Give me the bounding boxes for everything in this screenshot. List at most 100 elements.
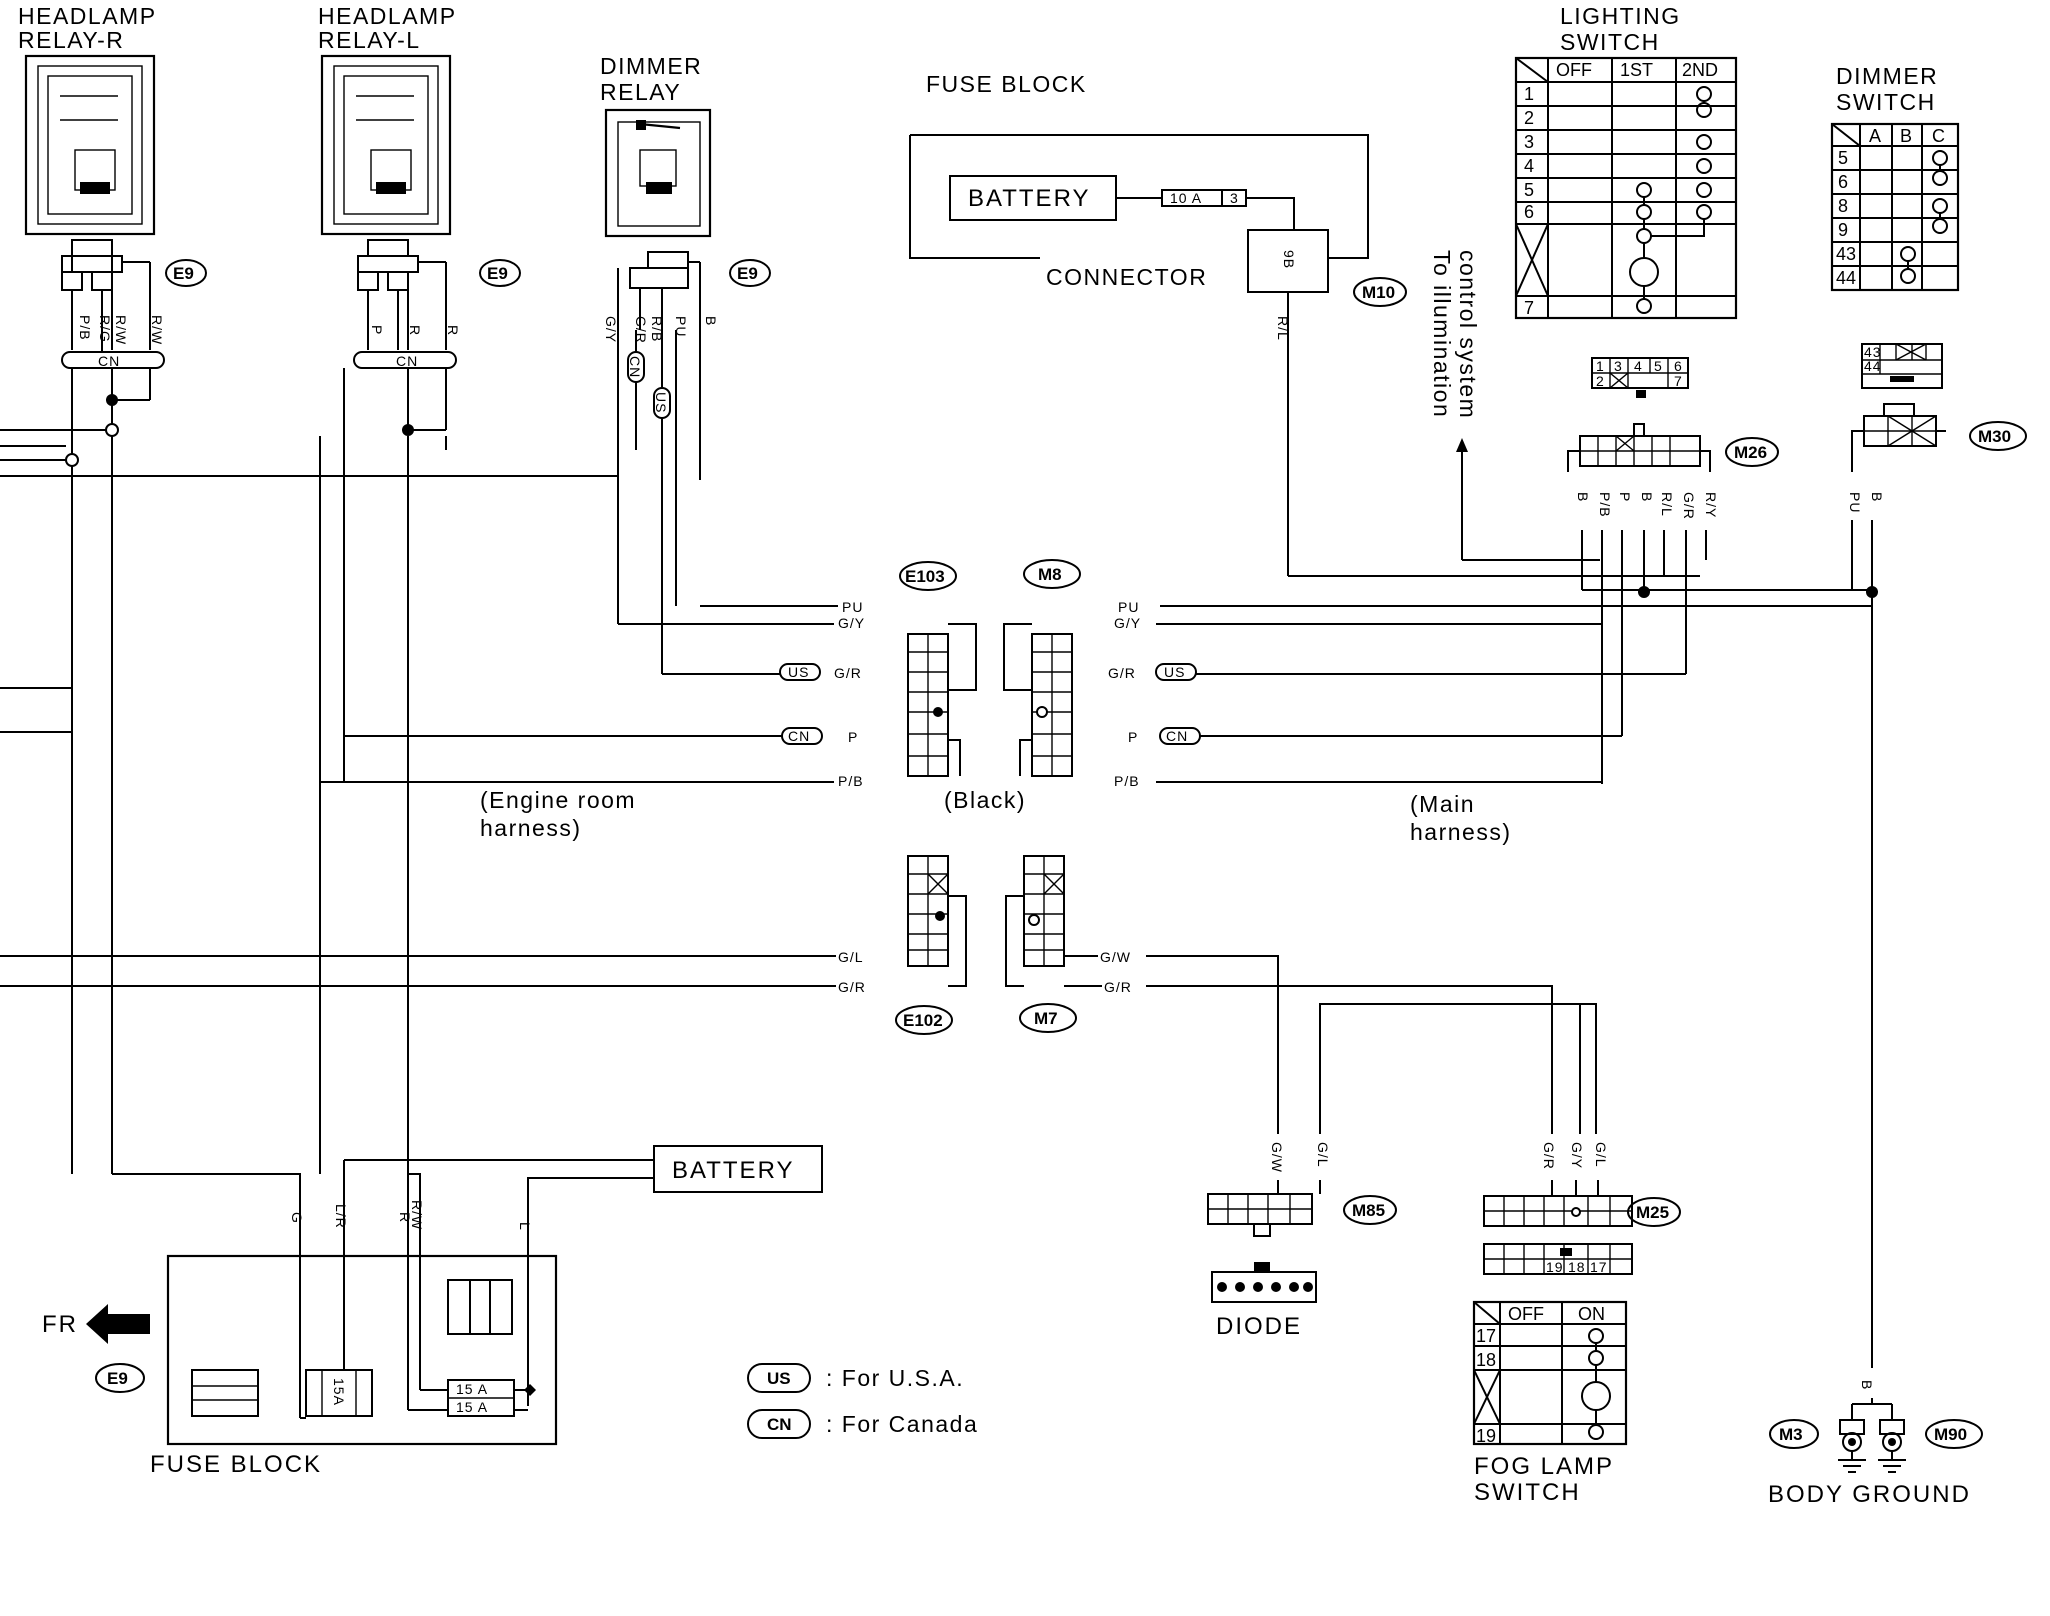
ds-wire-pu: PU — [1847, 492, 1863, 513]
left-harness-wires — [0, 429, 618, 1174]
dimmer-relay-title-1: DIMMER — [600, 53, 702, 79]
ls-wire-b1: B — [1575, 492, 1591, 502]
m7-wire-gr: G/R — [1104, 979, 1132, 995]
ds-pin-44: 44 — [1864, 358, 1882, 374]
ground-connector-m90: M90 — [1934, 1425, 1967, 1444]
ls-wire-b2: B — [1639, 492, 1655, 502]
fog-row-18: 18 — [1476, 1350, 1496, 1370]
ls-pin-2: 2 — [1596, 373, 1605, 389]
fuse-block-housing — [166, 1254, 558, 1446]
fog-col-off: OFF — [1508, 1304, 1544, 1324]
fb-fuse-15a-top: 15 A — [456, 1381, 488, 1397]
dimmer-switch-title-2: SWITCH — [1836, 89, 1936, 115]
ds-col-c: C — [1932, 126, 1945, 146]
e103-id: E103 — [905, 567, 945, 586]
top-battery-label: BATTERY — [968, 185, 1090, 212]
dimmer-relay-wire-b: B — [703, 316, 719, 326]
fb-wire-lr: L/R — [333, 1204, 349, 1229]
top-fuse-block: FUSE BLOCK BATTERY 10 A 3 9B CONNECTOR M… — [909, 71, 1700, 577]
fog-col-on: ON — [1578, 1304, 1605, 1324]
ls-pin-3: 3 — [1614, 358, 1623, 374]
fog-connector-id: M25 — [1636, 1203, 1669, 1222]
ls-wire-gr: G/R — [1681, 492, 1697, 520]
illumination-note: To illumination control system — [1429, 250, 1600, 561]
fr-label: FR — [42, 1311, 78, 1338]
ls-row-7: 7 — [1524, 298, 1534, 318]
headlamp-relay-l-title-2: RELAY-L — [318, 27, 421, 53]
legend-cn-badge — [747, 1409, 811, 1439]
relay-r-connector-id: E9 — [173, 264, 194, 283]
svg-text:control system: control system — [1455, 250, 1481, 419]
e103-cn-tag: CN — [788, 728, 810, 744]
e103-wire-p: P — [848, 729, 858, 745]
diode: G/W G/L M85 DIODE — [1207, 1003, 1597, 1340]
relay-r-wire-pb: P/B — [77, 315, 93, 341]
ls-row-6: 6 — [1524, 202, 1534, 222]
top-fuse-block-title: FUSE BLOCK — [926, 71, 1087, 97]
lighting-switch-title-2: SWITCH — [1560, 29, 1660, 55]
ls-wire-p: P — [1617, 492, 1633, 502]
headlamp-relay-r-title-1: HEADLAMP — [18, 3, 157, 29]
legend-cn-text: : For Canada — [826, 1411, 978, 1437]
fog-wire-gr: G/R — [1541, 1142, 1557, 1170]
dimmer-switch: DIMMER SWITCH A B C 5 6 8 9 43 44 — [1830, 63, 2027, 1368]
dimmer-relay-wire-gy: G/Y — [603, 316, 619, 343]
svg-text:(Main: (Main — [1410, 791, 1475, 817]
fuse-top-wire-rl: R/L — [1275, 316, 1291, 341]
legend-us-tag: US — [767, 1369, 791, 1388]
ground-connector-m3: M3 — [1779, 1425, 1803, 1444]
relay-r-wire-rw: R/W — [149, 315, 165, 345]
joint-connectors: E103 M8 PU G/Y G/R P P/B PU G/Y G/R P P/… — [0, 559, 1686, 1134]
legend-us-badge — [747, 1363, 811, 1393]
svg-text:To illumination: To illumination — [1429, 250, 1455, 418]
ls-wire-rl: R/L — [1659, 492, 1675, 517]
dimmer-relay-connector-id: E9 — [737, 264, 758, 283]
m8-wire-gy: G/Y — [1114, 615, 1141, 631]
dimmer-relay-title-2: RELAY — [600, 79, 681, 105]
ls-col-2nd: 2ND — [1682, 60, 1718, 80]
relay-l-wire-p: P — [369, 325, 385, 335]
relay-l-wire-r: R — [407, 325, 423, 336]
dimmer-relay: DIMMER RELAY G/Y G/R R/B PU B E9 CN US — [600, 53, 771, 674]
relay-l-connector-id: E9 — [487, 264, 508, 283]
bottom-battery-label: BATTERY — [672, 1157, 794, 1184]
diode-wire-gl: G/L — [1315, 1142, 1331, 1168]
ds-row-9: 9 — [1838, 220, 1848, 240]
lighting-switch-pin-map: 1 3 4 5 6 2 7 — [1591, 357, 1689, 398]
diode-connector-id: M85 — [1352, 1201, 1385, 1220]
fb-fuse-15a-single: 15A — [331, 1378, 347, 1406]
headlamp-relay-r: HEADLAMP RELAY-R P/B R/G R/W R/W E9 CN — [18, 3, 207, 467]
bottom-battery-box — [653, 1145, 823, 1193]
dimmer-switch-table — [1830, 122, 1960, 292]
m8-wire-gr: G/R — [1108, 665, 1136, 681]
center-black-label: (Black) — [944, 787, 1026, 813]
ls-row-4: 4 — [1524, 156, 1534, 176]
ds-col-b: B — [1900, 126, 1912, 146]
connector-m10-id: M10 — [1362, 283, 1395, 302]
ds-row-5: 5 — [1838, 148, 1848, 168]
ls-pin-7: 7 — [1674, 373, 1683, 389]
relay-r-cn-tag: CN — [98, 353, 120, 369]
fb-wire-r: R — [397, 1212, 413, 1223]
diode-body — [1211, 1271, 1317, 1303]
diode-wire-gw: G/W — [1269, 1142, 1285, 1173]
ds-col-a: A — [1869, 126, 1881, 146]
ground-wire-b: B — [1859, 1380, 1875, 1390]
lighting-switch-table — [1514, 56, 1738, 320]
ls-pin-1: 1 — [1596, 358, 1605, 374]
fog-pin-18: 18 — [1568, 1259, 1586, 1275]
e103-wire-gy: G/Y — [838, 615, 865, 631]
relay-l-cn-tag: CN — [396, 353, 418, 369]
m8-wire-pb: P/B — [1114, 773, 1140, 789]
svg-text:FOG LAMP: FOG LAMP — [1474, 1453, 1614, 1480]
fb-fuse-15a-bottom: 15 A — [456, 1399, 488, 1415]
ls-pin-6: 6 — [1674, 358, 1683, 374]
lighting-switch-title-1: LIGHTING — [1560, 3, 1681, 29]
ds-connector-id: M30 — [1978, 427, 2011, 446]
svg-text:(Engine room: (Engine room — [480, 787, 636, 813]
fog-wire-gy: G/Y — [1569, 1142, 1585, 1169]
body-ground: B M3 M90 BODY GROUND — [1768, 1380, 1983, 1508]
dimmer-switch-pin-map: 43 44 — [1861, 343, 1943, 389]
m8-us-tag: US — [1164, 664, 1185, 680]
